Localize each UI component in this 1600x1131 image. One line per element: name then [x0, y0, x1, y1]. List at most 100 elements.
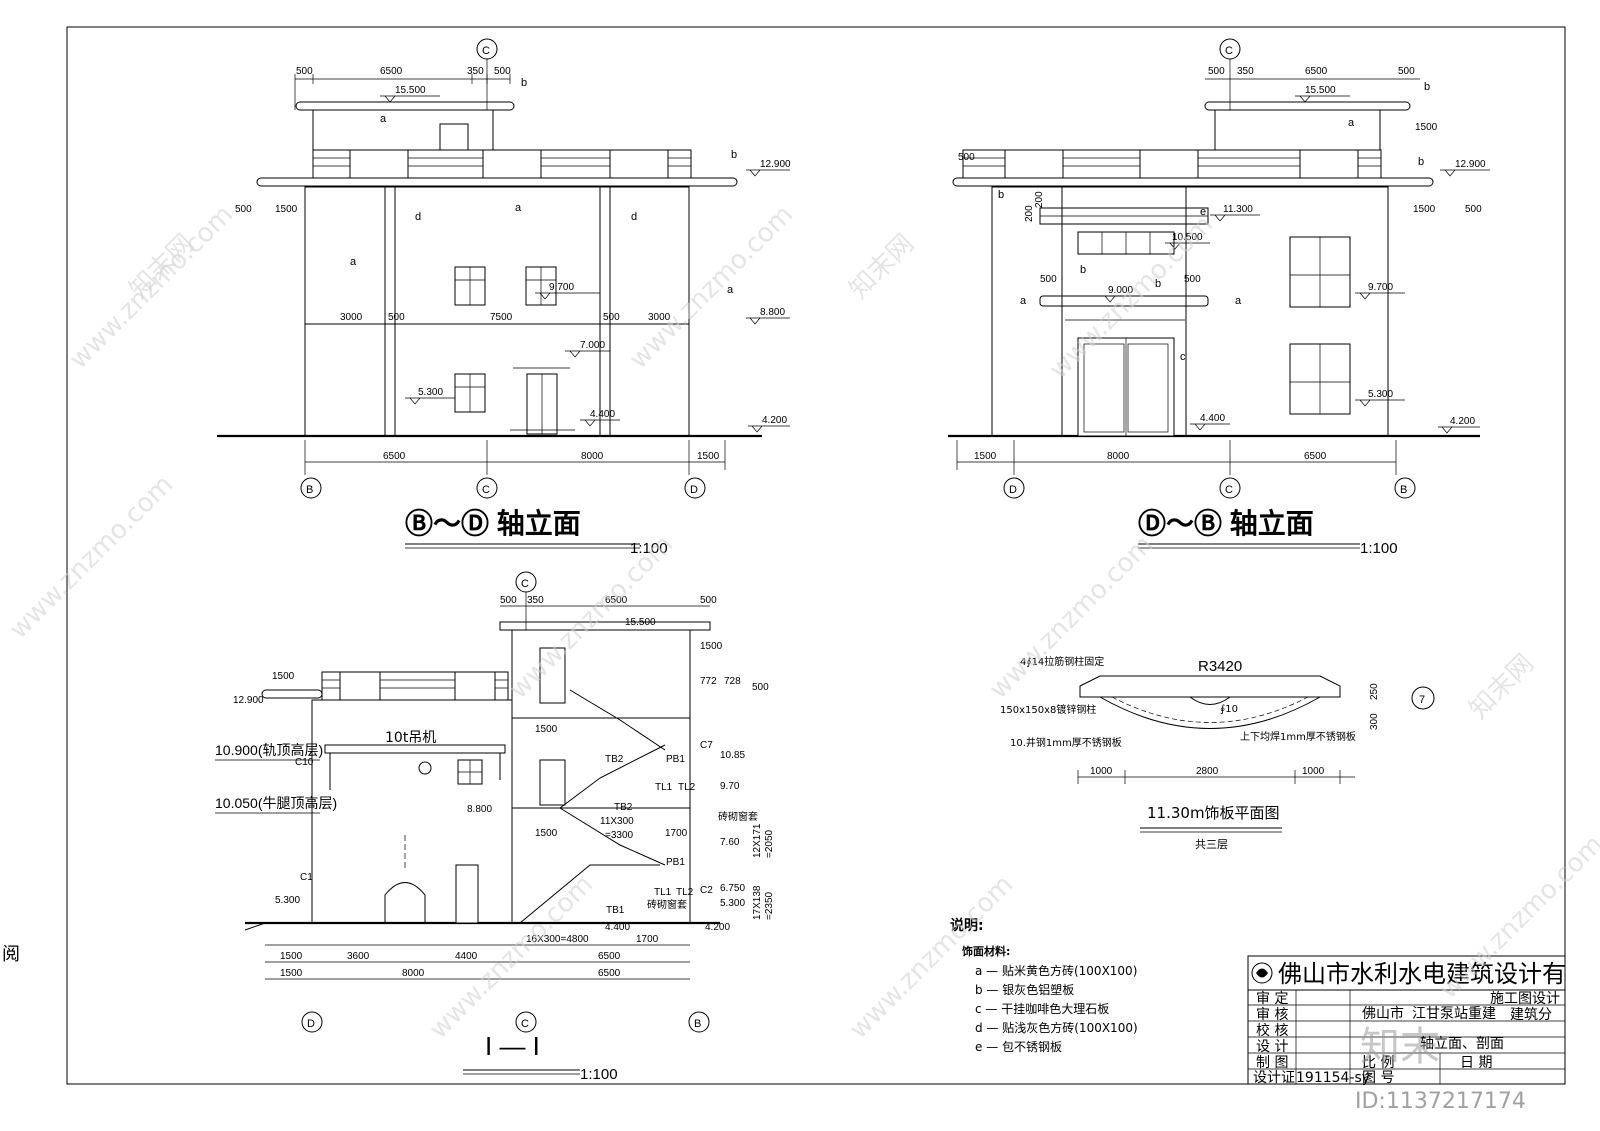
rail-top-label: 10.900(轨顶高层) [215, 742, 323, 758]
dim-text: 6500 [1304, 451, 1327, 462]
material-tag: b [521, 77, 527, 89]
dim-text: 500 [500, 595, 517, 606]
level-text: 15.500 [1305, 85, 1336, 96]
stair-label: TL1 [654, 887, 672, 898]
tb-row-label: 制 图 [1256, 1055, 1288, 1071]
dim-text: 6500 [605, 595, 628, 606]
scale-text: 1:100 [580, 1066, 618, 1083]
level-text: 7.60 [720, 837, 740, 848]
dim-text: 250 [1369, 683, 1380, 700]
drawing-no-label: 图 号 [1362, 1070, 1394, 1086]
dim-text: 2800 [1196, 766, 1219, 777]
axis-label: B [306, 484, 313, 496]
dim-text: 1000 [1090, 766, 1113, 777]
level-text: 9.700 [549, 282, 574, 293]
material-tag: d [415, 211, 421, 223]
watermark: 知末网 [844, 229, 920, 305]
plan-note: 4∮14拉筋钢柱固定 [1020, 655, 1104, 668]
material-tag: b [731, 149, 737, 161]
dim-text: 500 [388, 312, 405, 323]
dim-text: 8000 [581, 451, 604, 462]
axis-label: C [482, 45, 490, 57]
note-item: e — 包不锈钢板 [975, 1040, 1062, 1054]
level-text: 4.400 [605, 922, 630, 933]
tb-row-label: 审 定 [1256, 991, 1288, 1007]
dim-text: 1500 [1415, 122, 1438, 133]
company-name: 佛山市水利水电建筑设计有 [1278, 960, 1566, 988]
note-item: d — 贴浅灰色方砖(100X100) [975, 1020, 1138, 1035]
material-tag: e [1200, 206, 1206, 218]
material-tag: b [1418, 156, 1424, 168]
material-tag: a [1235, 295, 1242, 307]
dim-text: 1500 [700, 641, 723, 652]
dim-text: 17X138 [752, 885, 763, 920]
dim-text: 6500 [380, 66, 403, 77]
dim-text: 1500 [535, 724, 558, 735]
dim-text: 6500 [383, 451, 406, 462]
dim-text: =3300 [605, 830, 634, 841]
title-block: 佛山市水利水电建筑设计有 审 定 审 核 校 核 设 计 制 图 设计证 191… [1247, 955, 1566, 1086]
watermark-id: ID:1137217174 [1355, 1089, 1526, 1114]
level-text: 9.70 [720, 781, 740, 792]
plan-note: 上下均焊1mm厚不锈钢板 [1240, 730, 1356, 743]
dim-text: 1500 [280, 951, 303, 962]
level-text: 9.000 [1108, 285, 1133, 296]
dim-text: 8000 [402, 968, 425, 979]
stair-label: TB2 [614, 802, 633, 813]
tb-row-label: 校 核 [1256, 1022, 1288, 1039]
axis-label: C [521, 1018, 529, 1030]
axis-label: D [307, 1018, 315, 1030]
axis-label: D [690, 484, 698, 496]
material-tag: a [350, 256, 357, 268]
level-text: 4.400 [590, 409, 615, 420]
dim-text: 1500 [275, 204, 298, 215]
dim-text: 728 [724, 676, 741, 687]
window-note: 砖砌窗套 [718, 810, 758, 823]
plan-note: 150x150x8镀锌钢柱 [1000, 703, 1096, 716]
department: 建筑分 [1510, 1007, 1552, 1023]
level-text: 5.300 [418, 387, 443, 398]
note-item: a — 贴米黄色方砖(100X100) [975, 963, 1137, 978]
dim-text: 1500 [974, 451, 997, 462]
dim-text: 350 [527, 595, 544, 606]
dim-text: 500 [603, 312, 620, 323]
watermark: www.znzmo.com [4, 470, 179, 645]
material-tag: b [1080, 264, 1086, 276]
dim-text: 16X300=4800 [526, 934, 589, 945]
dim-text: 300 [1369, 713, 1380, 730]
dim-text: 500 [752, 682, 769, 693]
dim-text: 1000 [1302, 766, 1325, 777]
sheet-frame [66, 26, 1566, 1085]
dim-text: 500 [1465, 204, 1482, 215]
dim-text: 11X300 [600, 816, 634, 827]
level-text: 10.85 [720, 750, 745, 761]
level-text: 12.900 [1455, 159, 1486, 170]
note-item: c — 干挂咖啡色大理石板 [975, 1001, 1109, 1016]
notes-heading: 说明: [950, 917, 984, 934]
side-text: 阅 [2, 944, 20, 965]
stair-label: PB1 [666, 857, 685, 868]
dim-text: 200 [1034, 191, 1045, 208]
cert-number: 191154-sy [1296, 1070, 1370, 1086]
panel-plan: 1000 2800 1000 R3420 7 250 300 4∮14拉筋钢柱固… [1000, 655, 1435, 851]
level-text: 5.300 [1368, 389, 1393, 400]
dim-text: 500 [494, 66, 511, 77]
material-tag: b [1424, 81, 1430, 93]
window-label: C2 [700, 885, 713, 896]
window-note: 砖砌窗套 [647, 898, 687, 911]
dim-text: 3600 [347, 951, 370, 962]
level-text: 4.200 [762, 415, 787, 426]
dim-text: 350 [467, 66, 484, 77]
dim-text: 500 [700, 595, 717, 606]
plan-title: 11.30m饰板平面图 [1147, 804, 1280, 822]
dim-text: 500 [958, 152, 975, 163]
company-logo [1251, 962, 1273, 984]
axis-label: C [1225, 484, 1233, 496]
material-tag: d [631, 211, 637, 223]
crane-label: 10t吊机 [385, 730, 436, 746]
dim-text: 1500 [1413, 204, 1436, 215]
dim-text: 1700 [665, 828, 688, 839]
dim-text: 6500 [1305, 66, 1328, 77]
scale-text: 1:100 [1360, 540, 1398, 557]
date-label: 日 期 [1460, 1055, 1492, 1071]
